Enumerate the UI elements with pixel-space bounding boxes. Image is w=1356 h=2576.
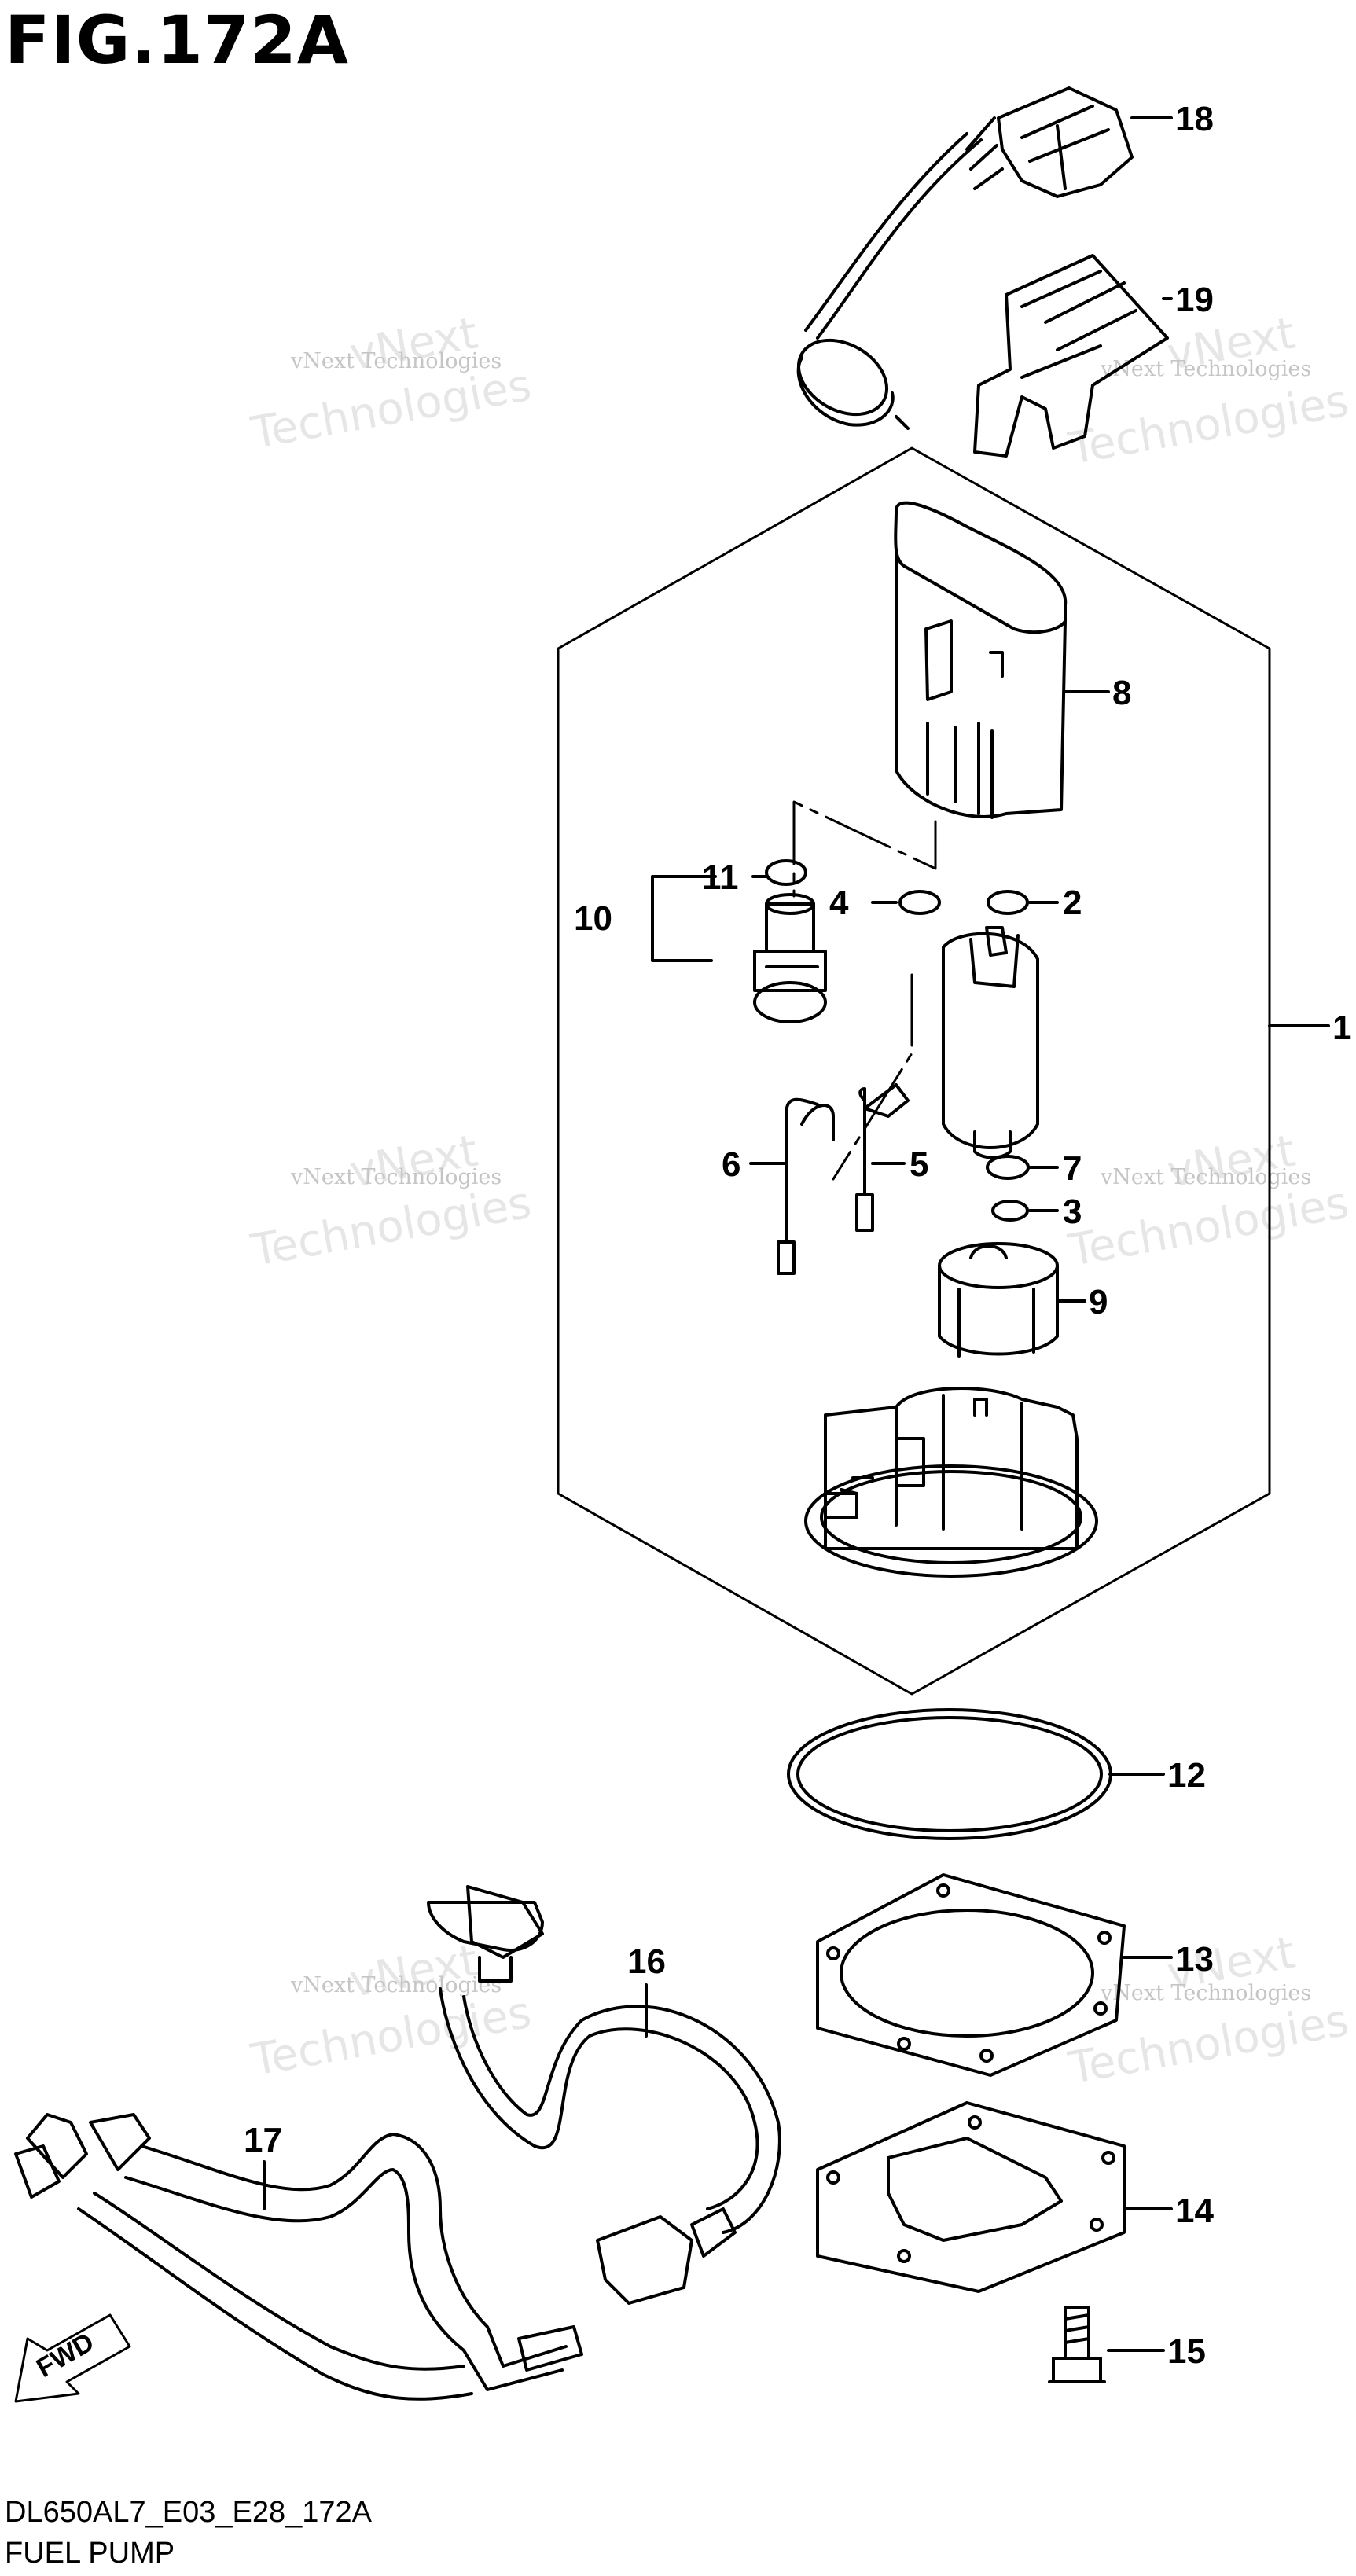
part-2-o-ring[interactable]: [987, 890, 1029, 915]
part-16-fuel-hose[interactable]: [427, 1885, 781, 2305]
part-4-o-ring[interactable]: [898, 890, 941, 915]
part-9-pump-holder[interactable]: [938, 1242, 1059, 1358]
fuel-pump-motor[interactable]: [942, 926, 1039, 1159]
part-10-pressure-regulator[interactable]: [753, 893, 827, 1023]
assembly-outline-part-1: [557, 446, 1271, 1696]
figure-title: FIG.172A: [5, 2, 349, 79]
part-18-fuel-level-gauge[interactable]: [785, 86, 1134, 430]
callout-12: 12: [1167, 1756, 1206, 1795]
part-7-o-ring[interactable]: [986, 1155, 1030, 1180]
callout-17: 17: [244, 2121, 282, 2159]
callout-19: 19: [1175, 281, 1214, 319]
callout-7: 7: [1063, 1149, 1082, 1188]
part-15-bolt[interactable]: [1048, 2306, 1106, 2383]
fuel-pump-base[interactable]: [804, 1387, 1098, 1578]
part-6-lead-wire[interactable]: [777, 1097, 835, 1275]
part-11-o-ring[interactable]: [765, 859, 807, 886]
callout-2: 2: [1063, 884, 1082, 922]
pump-guide-line: [832, 973, 913, 1181]
figure-name: FUEL PUMP: [5, 2537, 175, 2570]
callout-18: 18: [1175, 100, 1214, 138]
part-12-gasket[interactable]: [787, 1708, 1112, 1840]
part-3-washer[interactable]: [991, 1200, 1029, 1222]
part-13-plate[interactable]: [816, 1873, 1126, 2077]
callout-13: 13: [1175, 1940, 1214, 1979]
callout-8: 8: [1112, 674, 1131, 712]
part-19-clamp[interactable]: [973, 254, 1169, 458]
part-17-fuel-hose[interactable]: [14, 2113, 583, 2401]
assembly-guide-line: [792, 800, 937, 898]
callout-9: 9: [1089, 1283, 1108, 1321]
part-5-lead-wire[interactable]: [855, 1083, 910, 1232]
callout-14: 14: [1175, 2192, 1214, 2230]
figure-code: DL650AL7_E03_E28_172A: [5, 2496, 372, 2529]
callout-6: 6: [722, 1145, 740, 1184]
callout-1: 1: [1332, 1009, 1351, 1047]
callout-11: 11: [702, 858, 739, 897]
callout-10: 10: [574, 899, 612, 938]
part-14-plate[interactable]: [816, 2101, 1126, 2293]
fwd-arrow-icon: [14, 2313, 131, 2403]
callout-5: 5: [910, 1145, 928, 1184]
callout-16: 16: [627, 1942, 666, 1981]
leader-10: [651, 875, 717, 962]
callout-3: 3: [1063, 1192, 1082, 1231]
callout-4: 4: [829, 884, 849, 922]
callout-15: 15: [1167, 2332, 1206, 2371]
part-8-fuel-filter[interactable]: [894, 501, 1068, 819]
